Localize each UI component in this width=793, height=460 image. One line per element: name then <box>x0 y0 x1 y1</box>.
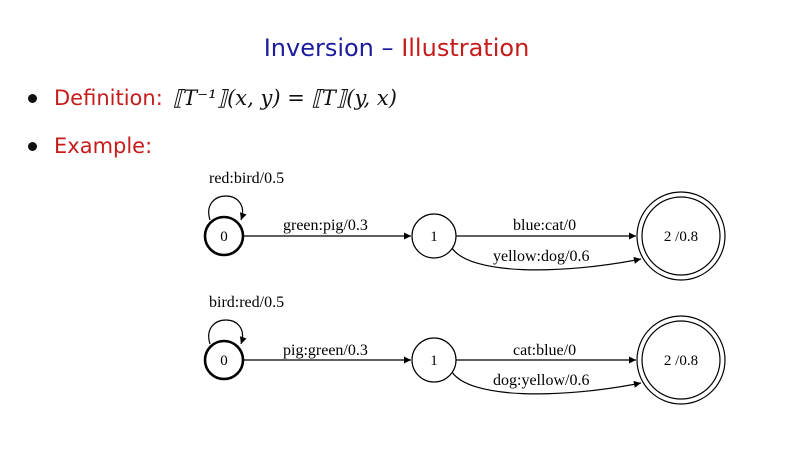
title-separator: – <box>381 34 394 62</box>
arc-0-1-label: pig:green/0.3 <box>283 342 368 359</box>
arc-1-2-lower-label: dog:yellow/0.6 <box>493 372 589 389</box>
state-2-final-outer <box>636 315 726 405</box>
state-0-label: 0 <box>220 229 228 245</box>
state-2-label: 2 /0.8 <box>664 353 698 369</box>
slide-title: Inversion – Illustration <box>0 34 793 62</box>
state-2-label: 2 /0.8 <box>664 229 698 245</box>
definition-label: Definition: <box>54 86 163 110</box>
title-part2: Illustration <box>401 34 530 62</box>
state-0-label: 0 <box>220 353 228 369</box>
arc-1-2-upper-label: cat:blue/0 <box>513 342 576 359</box>
definition-formula: ⟦T⁻¹⟧(x, y) = ⟦T⟧(y, x) <box>172 86 397 110</box>
state-2-final-outer <box>636 191 726 281</box>
self-loop-label: red:bird/0.5 <box>209 170 284 187</box>
state-2-final-inner <box>641 320 721 400</box>
arc-1-2-lower <box>451 247 642 271</box>
title-part1: Inversion <box>263 34 374 62</box>
arc-1-2-lower-label: yellow:dog/0.6 <box>493 248 589 265</box>
state-1-label: 1 <box>430 353 438 369</box>
bullet-definition: Definition: ⟦T⁻¹⟧(x, y) = ⟦T⟧(y, x) <box>28 86 397 110</box>
bullet-dot <box>28 93 37 103</box>
fst-inverted: bird:red/0.5 0 pig:green/0.3 1 cat:blue/… <box>203 294 726 405</box>
bullet-dot <box>28 141 37 151</box>
state-1-label: 1 <box>430 229 438 245</box>
arc-1-2-upper-label: blue:cat/0 <box>513 217 576 234</box>
arc-0-1-label: green:pig/0.3 <box>283 217 368 234</box>
self-loop-arc <box>208 319 247 345</box>
self-loop-arc <box>208 195 247 221</box>
arc-1-2-lower <box>451 371 642 395</box>
example-label: Example: <box>54 134 153 158</box>
bullet-example: Example: <box>28 134 152 158</box>
self-loop-label: bird:red/0.5 <box>209 294 284 311</box>
state-2-final-inner <box>641 196 721 276</box>
fst-original: red:bird/0.5 0 green:pig/0.3 1 blue:cat/… <box>203 170 726 281</box>
